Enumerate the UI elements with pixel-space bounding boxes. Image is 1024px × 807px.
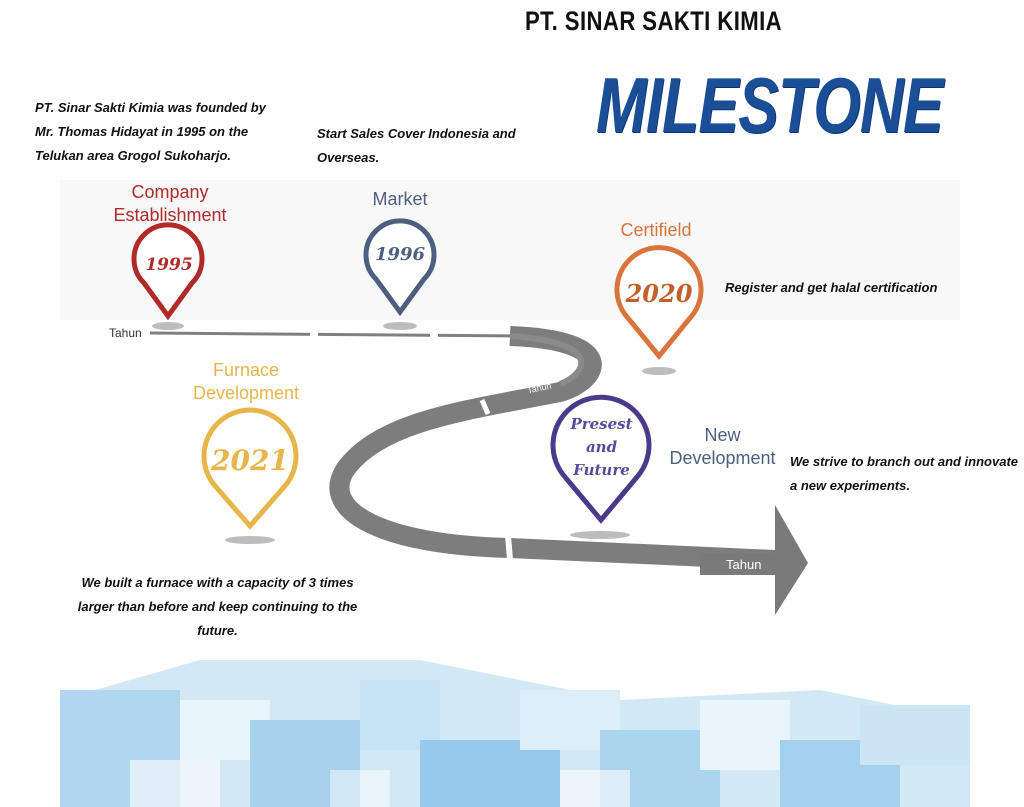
- milestone-year: 2021: [211, 444, 289, 477]
- milestone-description: We built a furnace with a capacity of 3 …: [77, 575, 358, 638]
- milestone-label: Furnace Development: [192, 360, 300, 403]
- axis-label-end: Tahun: [726, 557, 762, 572]
- milestone-description: PT. Sinar Sakti Kimia was founded by Mr.…: [35, 100, 266, 163]
- milestone-label: Company Establishment: [113, 182, 227, 225]
- milestone-label: Market: [372, 189, 428, 209]
- milestone-year: 1996: [374, 244, 426, 265]
- milestone-label: Certifield: [620, 220, 692, 240]
- milestone-description: Start Sales Cover Indonesia and Overseas…: [317, 126, 516, 165]
- axis-label-start: Tahun: [109, 326, 142, 340]
- milestone-description: Register and get halal certification: [725, 280, 938, 295]
- page-title: MILESTONE: [596, 61, 944, 149]
- company-name: PT. SINAR SAKTI KIMIA: [525, 6, 783, 36]
- milestone-label: New Development: [669, 425, 776, 468]
- milestone-description: We strive to branch out and innovate a n…: [790, 454, 1019, 493]
- milestone-year: 1995: [145, 255, 193, 275]
- milestone-year: 2020: [625, 279, 693, 308]
- milestone-year: Presest and Future: [570, 415, 633, 479]
